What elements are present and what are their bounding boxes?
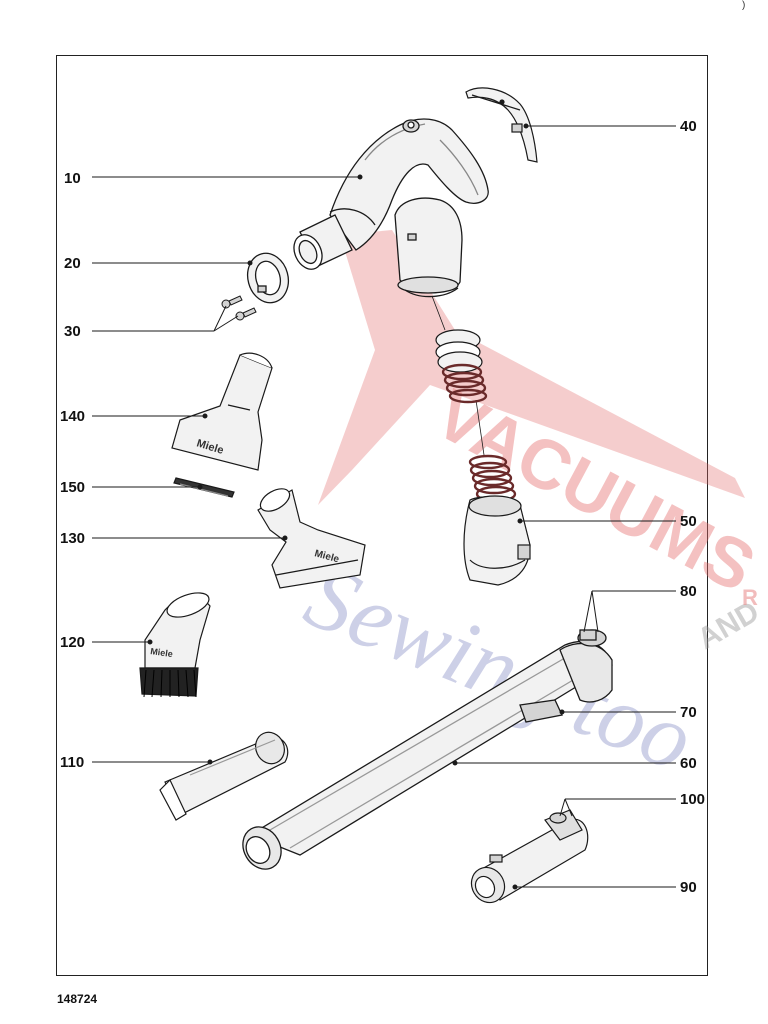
label-10: 10: [64, 170, 81, 187]
part-20-ring: [246, 252, 290, 304]
watermark-word-r: R: [742, 585, 758, 610]
connector-lines: [431, 295, 485, 456]
label-110: 110: [60, 754, 84, 771]
part-40-handle-cover: [465, 87, 538, 163]
part-150-brush-strip: [173, 477, 235, 498]
part-10-handle: [293, 118, 489, 298]
diagram-code: 148724: [57, 992, 98, 1006]
label-90: 90: [680, 879, 697, 896]
part-120-brand: Miele: [150, 646, 174, 659]
label-20: 20: [64, 255, 81, 272]
label-50: 50: [680, 513, 697, 530]
part-30-screws: [221, 295, 257, 321]
label-70: 70: [680, 704, 697, 721]
part-upper-swivel-spring: [435, 329, 488, 404]
label-100: 100: [680, 791, 705, 808]
callout-labels: 10 20 30 40 50 60 70 80 90 100 110 120 1…: [60, 118, 705, 896]
label-40: 40: [680, 118, 697, 135]
leader-lines: [92, 123, 676, 890]
label-120: 120: [60, 634, 85, 651]
part-90-adapter: [470, 809, 589, 904]
part-50-lower-swivel: [463, 454, 531, 586]
label-140: 140: [60, 408, 85, 425]
part-120-dusting-brush: Miele: [139, 592, 211, 698]
part-60-extension-tube: [242, 629, 613, 870]
watermark-red-shape: [318, 230, 745, 505]
label-80: 80: [680, 583, 697, 600]
part-140-upholstery-tool: Miele: [171, 352, 273, 471]
label-130: 130: [60, 530, 85, 547]
part-130-crevice-nozzle: Miele: [257, 488, 366, 589]
label-30: 30: [64, 323, 81, 340]
label-150: 150: [60, 479, 85, 496]
corner-mark: ): [742, 0, 746, 11]
diagram-frame: [56, 55, 708, 976]
part-110-crevice-tool: [159, 731, 289, 821]
label-60: 60: [680, 755, 697, 772]
